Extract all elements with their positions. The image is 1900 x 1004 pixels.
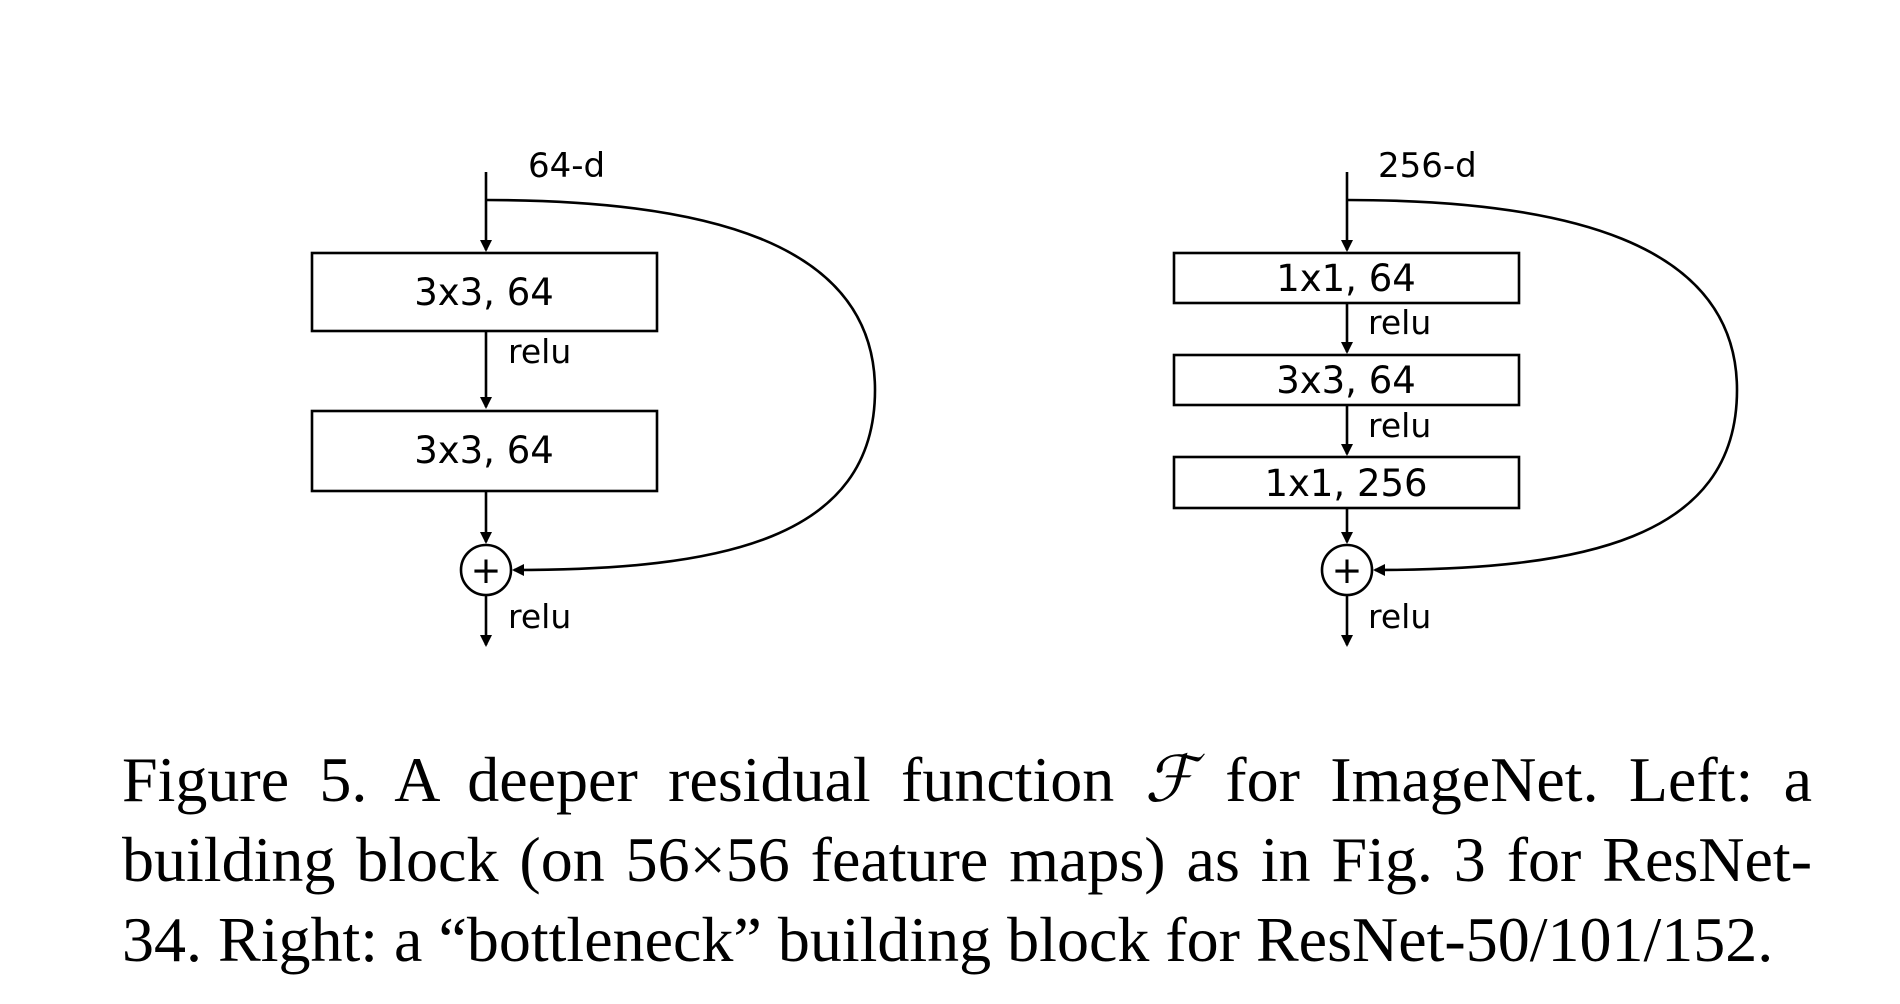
right-layer-2-label: 3x3, 64 xyxy=(1276,359,1416,402)
right-input-dim-label: 256-d xyxy=(1378,146,1477,186)
right-output-relu-label: relu xyxy=(1368,597,1431,636)
left-layer-2-label: 3x3, 64 xyxy=(414,429,554,472)
right-layer-3-label: 1x1, 256 xyxy=(1264,462,1427,505)
resnet-blocks-diagram: 64-d 3x3, 64 relu 3x3, 64 + relu 256-d 1… xyxy=(310,146,1739,647)
left-layer-1-label: 3x3, 64 xyxy=(414,271,554,314)
left-building-block: 64-d 3x3, 64 relu 3x3, 64 + relu xyxy=(310,146,877,647)
right-relu-label-1: relu xyxy=(1368,303,1431,342)
right-sum-symbol: + xyxy=(1331,549,1362,592)
right-layer-1-label: 1x1, 64 xyxy=(1276,257,1416,300)
left-input-dim-label: 64-d xyxy=(528,146,605,186)
left-shortcut-connection xyxy=(485,198,877,576)
right-bottleneck-block: 256-d 1x1, 64 relu 3x3, 64 relu 1x1, 256… xyxy=(1172,146,1739,647)
left-relu-label-1: relu xyxy=(508,332,571,371)
caption-text-start: Figure 5. A deeper residual function xyxy=(122,744,1145,815)
right-shortcut-connection xyxy=(1346,198,1739,576)
right-layer-2-box xyxy=(1172,353,1521,407)
right-relu-label-2: relu xyxy=(1368,406,1431,445)
caption-text-end: for ImageNet. Left: a building block (on… xyxy=(122,744,1813,975)
figure-caption: Figure 5. A deeper residual function ℱ f… xyxy=(122,740,1812,980)
right-layer-3-box xyxy=(1172,455,1521,510)
residual-function-symbol: ℱ xyxy=(1144,743,1195,817)
left-sum-symbol: + xyxy=(470,549,501,592)
left-layer-2-box xyxy=(310,409,659,493)
left-output-relu-label: relu xyxy=(508,597,571,636)
left-layer-1-box xyxy=(310,251,659,333)
